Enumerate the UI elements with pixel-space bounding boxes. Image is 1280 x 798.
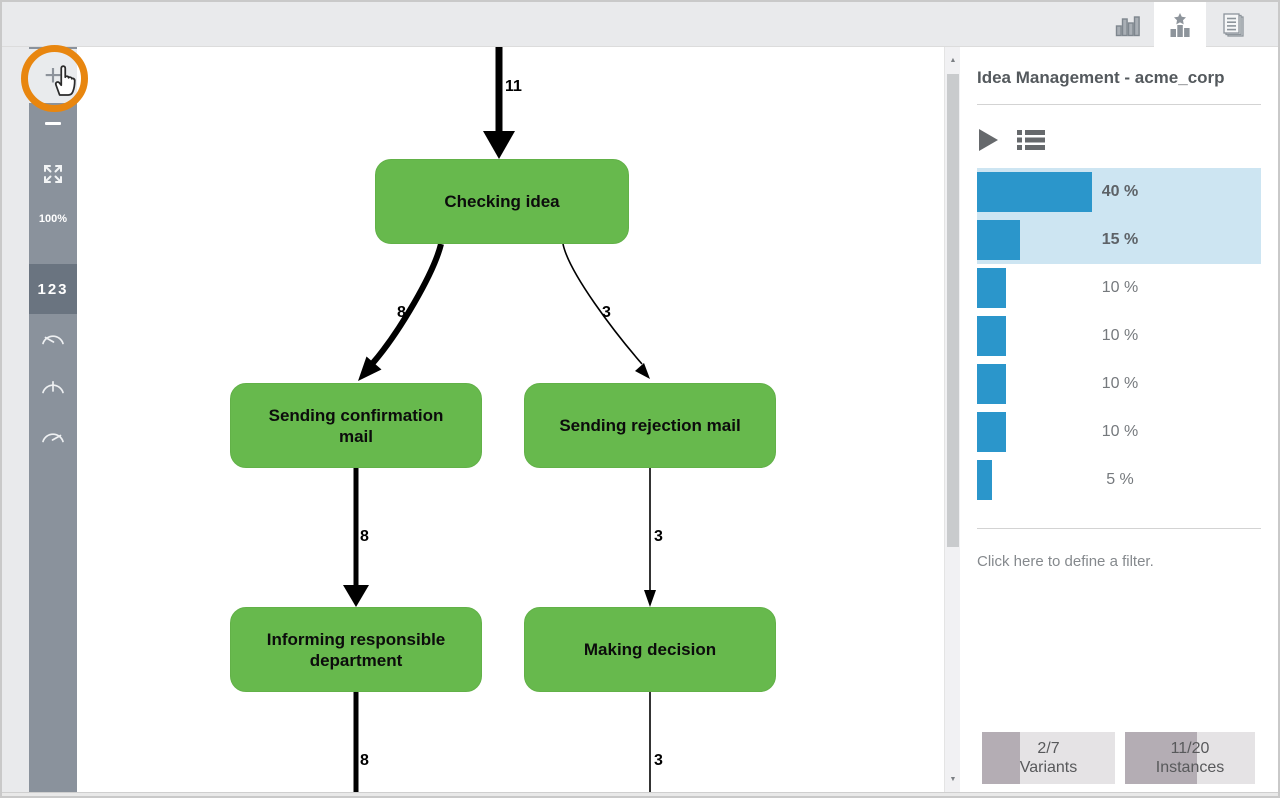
process-canvas: Checking idea Sending confirmation mail … (77, 47, 944, 792)
variant-percentage: 10 % (1101, 375, 1139, 392)
filter-hint-link[interactable]: Click here to define a filter. (977, 553, 1154, 570)
selection-stats: 2/7 Variants 11/20 Instances (982, 732, 1255, 784)
variant-row-1[interactable]: 40 % (977, 168, 1261, 216)
variant-bar (977, 268, 1006, 308)
node-informing-responsible-department[interactable]: Informing responsible department (230, 607, 482, 692)
view-tabs (1102, 2, 1258, 48)
variants-count: 2/7 (1037, 740, 1060, 757)
bar-chart-icon (1115, 15, 1140, 36)
variant-percentage: 10 % (1101, 423, 1139, 440)
gauge-mid-icon (42, 380, 64, 393)
scroll-down-button[interactable]: ▼ (949, 775, 957, 783)
zoom-out-button[interactable] (29, 109, 77, 137)
edge-count-8c: 8 (360, 752, 369, 769)
edge-count-8a: 8 (397, 304, 406, 321)
zoom-level: 100% (38, 213, 68, 225)
scroll-up-button[interactable]: ▲ (949, 56, 957, 64)
process-edges (343, 47, 656, 792)
frequency-numbers-button[interactable]: 123 (29, 264, 77, 314)
variant-list-button[interactable] (1017, 129, 1045, 151)
variants-stat[interactable]: 2/7 Variants (982, 732, 1115, 784)
play-animation-button[interactable] (977, 128, 999, 152)
play-icon (979, 129, 998, 151)
variant-row-6[interactable]: 10 % (977, 408, 1261, 456)
variant-row-4[interactable]: 10 % (977, 312, 1261, 360)
variant-percentage: 10 % (1101, 327, 1139, 344)
variant-bar (977, 460, 992, 500)
variant-row-5[interactable]: 10 % (977, 360, 1261, 408)
panel-title: Idea Management - acme_corp (977, 68, 1225, 87)
variant-percentage: 10 % (1101, 279, 1139, 296)
left-gutter (2, 47, 29, 792)
variants-label: Variants (1019, 759, 1078, 776)
performance-high-button[interactable] (29, 417, 77, 453)
tab-variants[interactable] (1154, 2, 1206, 48)
variant-percentage: 15 % (1101, 231, 1139, 248)
edge-count-11: 11 (505, 78, 522, 95)
node-checking-idea[interactable]: Checking idea (375, 159, 629, 244)
edge-count-3c: 3 (654, 752, 663, 769)
instances-stat-fill (1125, 732, 1197, 784)
canvas-scrollbar: ▲ ▼ (944, 47, 960, 792)
variants-panel: Idea Management - acme_corp 40 % 15 % 10 %… (960, 47, 1278, 792)
instances-stat[interactable]: 11/20 Instances (1125, 732, 1255, 784)
divider (977, 528, 1261, 529)
gauge-high-icon (42, 432, 64, 442)
variant-bar (977, 220, 1020, 260)
variant-bar (977, 172, 1092, 212)
panel-actions (977, 127, 1261, 153)
edge-count-3b: 3 (654, 528, 663, 545)
variant-bar (977, 364, 1006, 404)
performance-mid-button[interactable] (29, 368, 77, 404)
gauge-low-icon (42, 334, 64, 344)
scrollbar-thumb[interactable] (947, 74, 959, 547)
zoom-in-button[interactable]: + (29, 49, 77, 103)
bottom-strip (2, 792, 1278, 796)
variant-bar (977, 412, 1006, 452)
list-icon (1017, 130, 1045, 150)
expand-icon (44, 165, 62, 183)
variant-percentage: 40 % (1101, 183, 1139, 200)
tab-frequency-chart[interactable] (1102, 2, 1154, 47)
tab-documents[interactable] (1206, 2, 1258, 47)
canvas-toolbar: + 100% 123 (29, 47, 77, 792)
edge-count-8b: 8 (360, 528, 369, 545)
divider (977, 104, 1261, 105)
node-sending-confirmation-mail[interactable]: Sending confirmation mail (230, 383, 482, 468)
fit-to-screen-button[interactable] (29, 159, 77, 189)
variant-row-7[interactable]: 5 % (977, 456, 1261, 504)
edge-count-3a: 3 (602, 304, 611, 321)
node-making-decision[interactable]: Making decision (524, 607, 776, 692)
variant-row-3[interactable]: 10 % (977, 264, 1261, 312)
instances-count: 11/20 (1170, 740, 1210, 757)
topbar (2, 2, 1278, 48)
variant-bar (977, 316, 1006, 356)
variant-list: 40 % 15 % 10 % 10 % 10 % 10 % 5 % (977, 168, 1261, 504)
star-chart-icon (1170, 13, 1190, 37)
variant-percentage: 5 % (1106, 471, 1134, 488)
instances-label: Instances (1155, 759, 1225, 776)
minus-icon (45, 121, 61, 125)
variant-row-2[interactable]: 15 % (977, 216, 1261, 264)
node-sending-rejection-mail[interactable]: Sending rejection mail (524, 383, 776, 468)
variants-stat-fill (982, 732, 1020, 784)
document-icon (1222, 12, 1244, 37)
performance-low-button[interactable] (29, 319, 77, 355)
